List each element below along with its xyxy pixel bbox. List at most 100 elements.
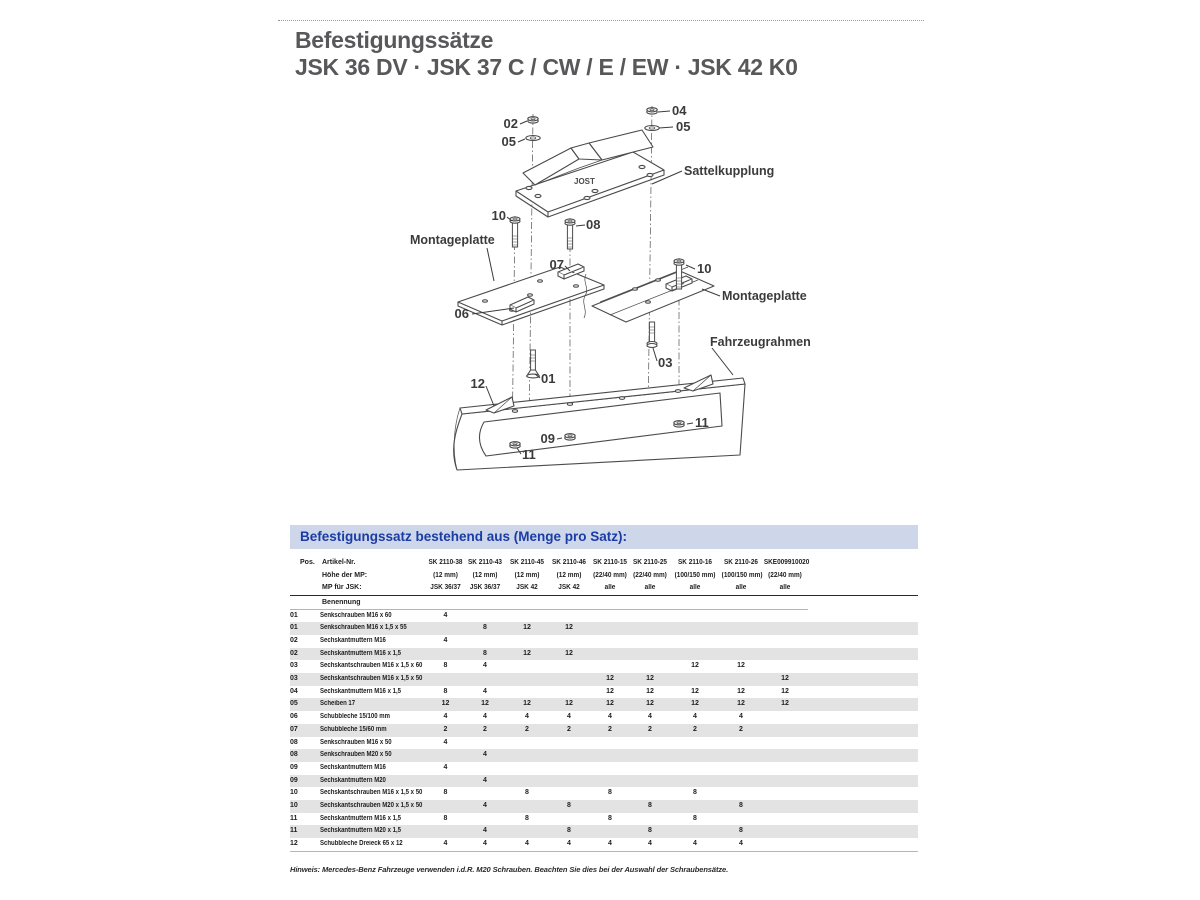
qty-cell: 4 <box>464 838 506 852</box>
qty-cell <box>427 825 464 839</box>
exploded-diagram-art: JOST <box>453 105 746 471</box>
header-col-SK-2110-16: SK 2110-16(100/150 mm)alle <box>670 557 720 596</box>
qty-cell <box>762 622 808 635</box>
spacer-cell <box>808 673 918 686</box>
qty-cell <box>506 825 548 839</box>
qty-cell <box>590 762 630 775</box>
qty-cell <box>720 609 762 622</box>
qty-cell: 2 <box>548 723 590 737</box>
qty-cell <box>630 774 670 788</box>
qty-cell <box>720 622 762 635</box>
qty-cell: 4 <box>443 713 448 721</box>
bolt-03 <box>646 321 658 349</box>
qty-cell <box>548 787 590 800</box>
qty-cell <box>506 762 548 775</box>
leader-lines <box>471 110 734 455</box>
qty-cell <box>762 774 808 788</box>
qty-cell: 12 <box>606 687 614 695</box>
qty-cell <box>630 635 670 648</box>
name-cell: Sechskantmuttern M16 <box>320 636 386 644</box>
qty-cell <box>548 635 590 648</box>
qty-cell: 8 <box>693 814 697 822</box>
qty-cell <box>762 660 808 673</box>
qty-cell: 2 <box>720 723 762 737</box>
spacer-cell <box>808 686 918 699</box>
spacer-cell <box>808 723 918 737</box>
qty-cell <box>762 737 808 750</box>
qty-cell <box>506 635 548 648</box>
name-cell: Schubbleche Dreieck 65 x 12 <box>320 838 427 852</box>
pos-cell: 06 <box>290 713 298 721</box>
qty-cell <box>464 737 506 750</box>
qty-cell: 12 <box>506 698 548 712</box>
name-cell: Senkschrauben M20 x 50 <box>320 749 427 762</box>
qty-cell <box>548 609 590 622</box>
qty-cell <box>630 749 670 762</box>
break-line <box>583 273 588 319</box>
spacer-cell <box>808 749 918 762</box>
qty-cell <box>762 800 808 813</box>
qty-cell: 2 <box>630 723 670 737</box>
pos-cell: 02 <box>290 636 298 644</box>
qty-cell <box>548 762 590 775</box>
qty-cell <box>506 609 548 622</box>
spacer-cell <box>808 737 918 750</box>
qty-cell: 2 <box>590 723 630 737</box>
benennung-row: Benennung <box>290 595 918 610</box>
qty-cell <box>670 800 720 813</box>
header-col-SK-2110-25: SK 2110-25(22/40 mm)alle <box>630 557 670 596</box>
qty-cell: 4 <box>483 662 487 670</box>
qty-cell <box>670 609 720 622</box>
nut-11-right <box>673 420 685 428</box>
qty-cell: 12 <box>548 698 590 712</box>
qty-cell: 12 <box>630 673 670 686</box>
qty-cell: 4 <box>443 738 448 746</box>
qty-cell: 12 <box>762 673 808 686</box>
name-cell: Senkschrauben M16 x 50 <box>320 738 392 746</box>
pos-cell: 11 <box>290 825 320 839</box>
qty-cell <box>590 800 630 813</box>
qty-cell <box>670 635 720 648</box>
qty-cell <box>548 660 590 673</box>
mounting-plate-left <box>457 263 605 326</box>
qty-cell <box>720 647 762 661</box>
qty-cell <box>506 749 548 762</box>
table-header-row: Pos.Artikel-Nr.Höhe der MP:MP für JSK:SK… <box>290 557 918 596</box>
nut-04 <box>646 107 658 115</box>
spacer-cell <box>808 762 918 775</box>
qty-cell <box>590 825 630 839</box>
qty-cell: 4 <box>464 774 506 788</box>
bolt-08 <box>564 218 576 250</box>
qty-cell: 4 <box>608 713 612 721</box>
qty-cell <box>506 737 548 750</box>
qty-cell: 8 <box>443 662 448 670</box>
qty-cell <box>590 737 630 750</box>
qty-cell <box>720 635 762 648</box>
name-cell: Sechskantmuttern M16 x 1,5 <box>320 647 427 661</box>
qty-cell <box>670 749 720 762</box>
qty-cell: 8 <box>525 789 529 797</box>
qty-cell <box>464 762 506 775</box>
qty-cell: 12 <box>464 698 506 712</box>
table-title-band: Befestigungssatz bestehend aus (Menge pr… <box>290 525 918 549</box>
qty-cell: 8 <box>720 800 762 813</box>
table-note: Hinweis: Mercedes-Benz Fahrzeuge verwend… <box>290 864 729 874</box>
spacer-cell <box>808 698 918 712</box>
page-title-line1: Befestigungssätze <box>295 27 494 53</box>
qty-cell <box>720 774 762 788</box>
header-col-SK-2110-26: SK 2110-26(100/150 mm)alle <box>720 557 762 596</box>
qty-cell: 12 <box>737 662 745 670</box>
qty-cell: 12 <box>590 673 630 686</box>
screw-01 <box>525 349 541 379</box>
qty-cell <box>506 660 548 673</box>
qty-cell <box>590 609 630 622</box>
pos-cell: 08 <box>290 738 298 746</box>
qty-cell: 4 <box>464 749 506 762</box>
qty-cell: 4 <box>506 838 548 852</box>
name-cell: Schubbleche 15/100 mm <box>320 713 390 721</box>
qty-cell: 4 <box>483 713 487 721</box>
fifth-wheel-coupling: JOST <box>515 129 665 218</box>
header-artikel: Artikel-Nr.Höhe der MP:MP für JSK: <box>320 557 427 596</box>
name-cell: Sechskantschrauben M16 x 1,5 x 50 <box>320 789 423 797</box>
